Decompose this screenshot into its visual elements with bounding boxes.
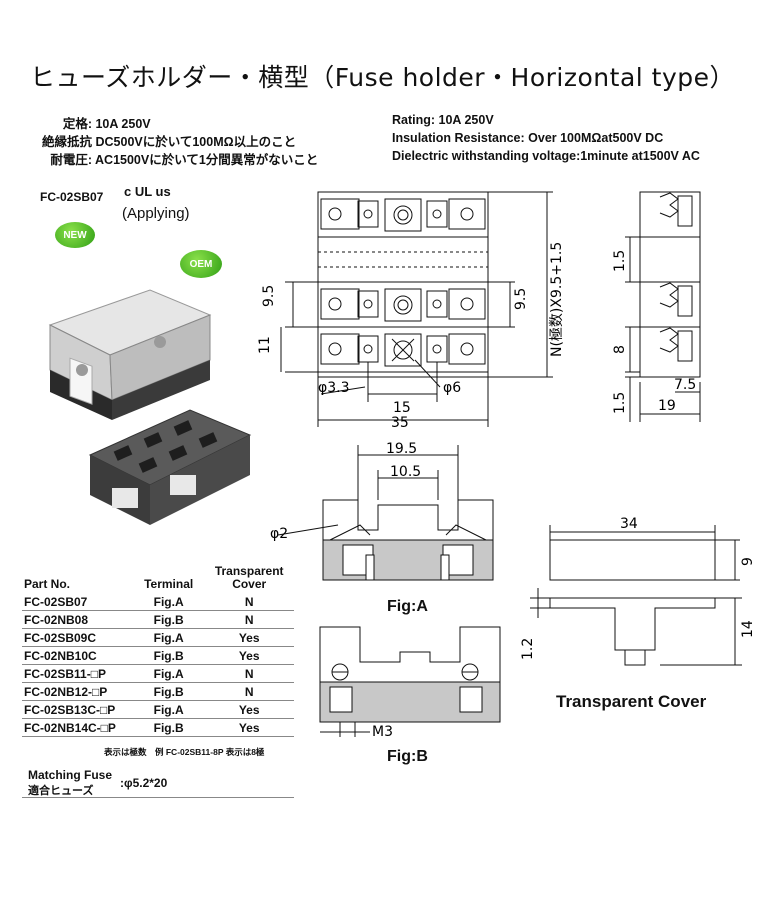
dim-width: 35: [391, 415, 409, 431]
side-dim-a: 1.5: [612, 250, 628, 272]
fuse-divider: [22, 797, 294, 798]
fig-a-label: Fig:A: [387, 598, 428, 615]
side-dim-d: 7.5: [674, 377, 696, 393]
spec-jp-dielectric: 耐電圧: AC1500Vに於いて1分間異常がないこと: [24, 149, 404, 168]
cell-part-no: FC-02SB09C: [22, 628, 133, 647]
cell-cover: N: [204, 664, 294, 683]
cell-cover: N: [204, 593, 294, 611]
spec-value: AC1500Vに於いて1分間異常がないこと: [95, 153, 319, 167]
terminal-row-3: [320, 333, 486, 367]
product-base-image: [88, 409, 252, 525]
spec-en-insulation: Insulation Resistance: Over 100MΩat500V …: [392, 131, 664, 145]
fig-a-dim-outer: 19.5: [386, 441, 417, 457]
fuse-label-jp: 適合ヒューズ: [28, 785, 94, 797]
dim-pitch-b: 9.5: [513, 288, 529, 310]
table-header-row: Part No. Terminal Transparent Cover: [22, 565, 294, 593]
cell-part-no: FC-02SB07: [22, 593, 133, 611]
spec-en-dielectric: Dielectric withstanding voltage:1minute …: [392, 149, 700, 163]
fig-a-drawing: 19.5 10.5 φ2: [270, 441, 494, 581]
cell-cover: Yes: [204, 646, 294, 665]
cell-cover: Yes: [204, 628, 294, 647]
cell-terminal: Fig.A: [132, 664, 205, 683]
dim-pitch-a: 9.5: [261, 285, 277, 307]
header-terminal: Terminal: [144, 577, 194, 591]
side-dim-b: 8: [612, 345, 628, 354]
ul-certification-icon: c UL us: [124, 184, 171, 199]
spec-key: 耐電圧:: [50, 153, 92, 167]
cell-terminal: Fig.A: [132, 593, 205, 611]
spec-jp-insulation: 絶縁抵抗 DC500Vに於いて100MΩ以上のこと: [24, 131, 404, 150]
dim-spacing: 15: [393, 400, 411, 416]
page-title: ヒューズホルダー・横型（Fuse holder・Horizontal type）: [29, 63, 736, 92]
oem-badge: OEM: [180, 250, 222, 278]
cell-part-no: FC-02NB10C: [22, 646, 133, 665]
cell-terminal: Fig.B: [132, 718, 205, 737]
cell-terminal: Fig.B: [132, 610, 205, 629]
cover-dim-length: 34: [620, 516, 638, 532]
dim-height-11: 11: [257, 336, 273, 354]
cell-cover: N: [204, 682, 294, 701]
side-dim-e: 19: [658, 398, 676, 414]
model-number: FC-02SB07: [40, 190, 104, 204]
dim-hole-small: φ3.3: [318, 380, 350, 396]
dim-hole-large: φ6: [443, 380, 461, 396]
fig-b-drawing: M3: [319, 626, 501, 740]
fuse-label-en: Matching Fuse: [28, 768, 113, 782]
cover-label: Transparent Cover: [556, 692, 707, 711]
cell-terminal: Fig.B: [132, 646, 205, 665]
fuse-value: :φ5.2*20: [120, 776, 168, 790]
cell-part-no: FC-02NB12-□P: [22, 682, 133, 701]
fig-a-dim-pin: φ2: [270, 526, 288, 542]
cover-dim-total: 14: [740, 620, 756, 638]
header-transparent-cover: Transparent Cover: [214, 564, 284, 591]
spec-key: 定格:: [62, 117, 92, 131]
cell-terminal: Fig.A: [132, 700, 205, 719]
top-view-drawing: 9.5 11 9.5 N(極数)X9.5+1.5 φ3.3 15 φ6 35: [257, 191, 565, 431]
cover-dim-height: 9: [740, 557, 756, 566]
header-part-no: Part No.: [24, 577, 71, 591]
cell-cover: N: [204, 610, 294, 629]
side-view-drawing: 1.5 8 1.5 7.5 19: [612, 191, 701, 422]
spec-value: 10A 250V: [95, 117, 151, 131]
cell-terminal: Fig.B: [132, 682, 205, 701]
spec-value: DC500Vに於いて100MΩ以上のこと: [95, 135, 297, 149]
applying-label: (Applying): [122, 205, 190, 222]
cell-cover: Yes: [204, 718, 294, 737]
cell-terminal: Fig.A: [132, 628, 205, 647]
cell-cover: Yes: [204, 700, 294, 719]
table-note: 表示は極数 例 FC-02SB11-8P 表示は8極: [104, 747, 265, 757]
spec-key: 絶縁抵抗: [41, 135, 92, 149]
terminal-row-1: [320, 198, 486, 232]
dim-formula: N(極数)X9.5+1.5: [549, 242, 565, 357]
cell-part-no: FC-02NB14C-□P: [22, 718, 133, 737]
product-photo: [48, 289, 252, 525]
spec-en-rating: Rating: 10A 250V: [392, 113, 494, 127]
new-badge: NEW: [55, 222, 95, 248]
parts-table: Part No. Terminal Transparent Cover FC-0…: [22, 565, 294, 737]
side-dim-c: 1.5: [612, 392, 628, 414]
terminal-row-2: [320, 288, 486, 322]
spec-jp-rating: 定格: 10A 250V: [24, 113, 404, 132]
cover-dim-flange: 1.2: [520, 638, 536, 660]
fig-a-dim-inner: 10.5: [390, 464, 421, 480]
cover-drawing: 34 9 1.2 14: [520, 516, 756, 666]
cell-part-no: FC-02SB11-□P: [22, 664, 133, 683]
cell-part-no: FC-02NB08: [22, 610, 133, 629]
product-with-cover-image: [48, 289, 212, 420]
cell-part-no: FC-02SB13C-□P: [22, 700, 133, 719]
fig-b-label: Fig:B: [387, 748, 428, 765]
fig-b-dim-screw: M3: [372, 724, 393, 740]
